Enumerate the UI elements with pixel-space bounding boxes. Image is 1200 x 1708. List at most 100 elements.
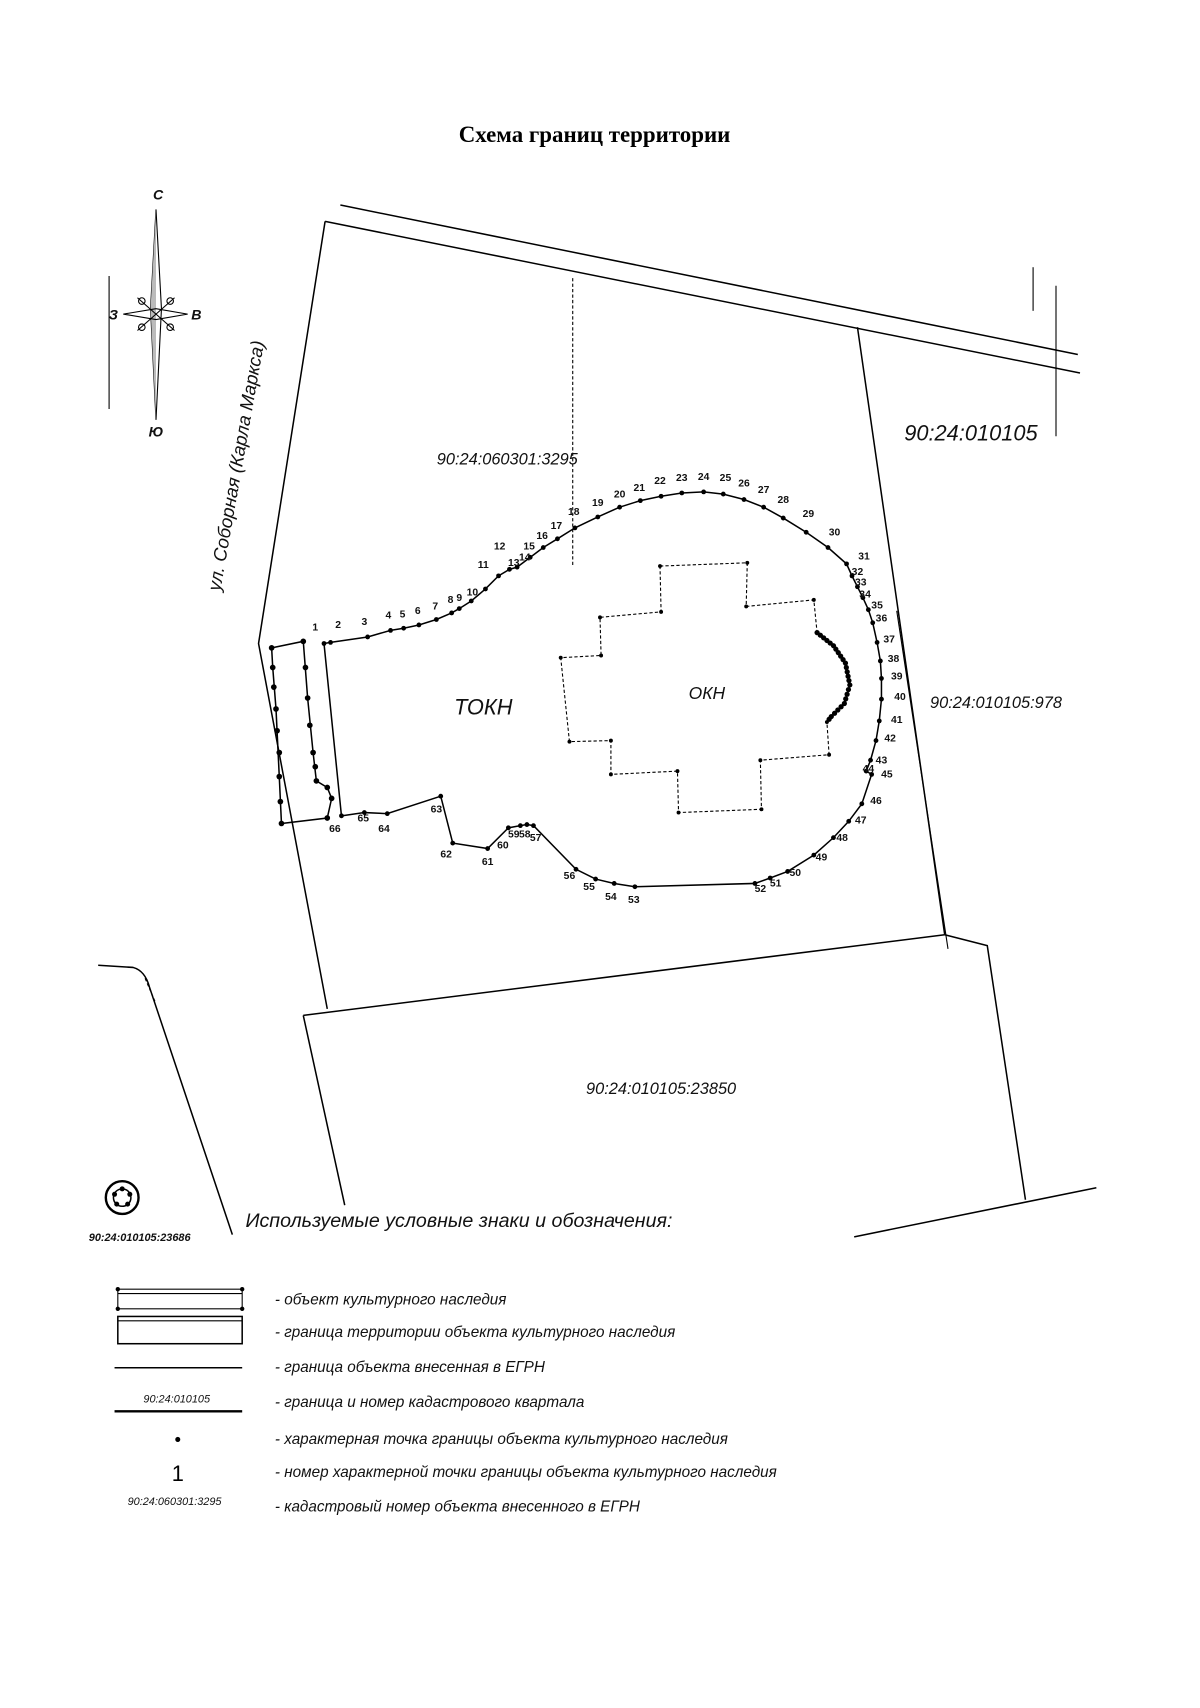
boundary-point (879, 696, 884, 702)
boundary-point (846, 818, 852, 824)
heritage-object-point (831, 710, 838, 716)
point-number-label: 18 (568, 507, 580, 518)
boundary-point (127, 1191, 133, 1197)
legend-sample-heritage-object (117, 1288, 243, 1310)
boundary-point (865, 607, 871, 613)
heritage-object-point (826, 716, 832, 722)
legend-sample-point: • (173, 1431, 183, 1451)
point-number-label: 3 (361, 617, 367, 628)
heritage-object-point (300, 638, 307, 645)
legend-item-text: - номер характерной точки границы объект… (275, 1464, 777, 1481)
heritage-object-point (558, 655, 563, 660)
boundary-point (720, 491, 726, 497)
heritage-object-point (759, 807, 764, 812)
point-number-label: 27 (758, 485, 770, 496)
boundary-point (485, 846, 491, 851)
heritage-object-point (841, 700, 847, 707)
quarter-boundary-line (896, 610, 949, 949)
heritage-object-point (835, 707, 841, 713)
heritage-object-point (598, 615, 602, 620)
boundary-point (632, 884, 638, 890)
boundary-characteristic-points (321, 489, 884, 890)
heritage-object-point (277, 798, 284, 805)
compass-needle-horizontal (123, 308, 188, 321)
compass-ornament (166, 323, 174, 332)
parcel-boundaries (98, 204, 1097, 1238)
boundary-point (869, 771, 875, 777)
point-number-label: 32 (852, 567, 864, 578)
point-number-label: 4 (385, 610, 391, 621)
point-number-label: 51 (770, 879, 782, 890)
point-number-label: 17 (551, 521, 563, 532)
boundary-point (328, 640, 333, 645)
boundary-point (339, 813, 344, 819)
heritage-object-point (324, 784, 331, 791)
point-number-label: 12 (494, 542, 506, 553)
compass-ornament (138, 323, 146, 332)
point-number-label: 31 (858, 552, 870, 563)
heritage-object-point (278, 820, 285, 827)
point-number-label: 34 (859, 590, 871, 601)
cadastral-quarter-label: 90:24:010105 (904, 421, 1038, 446)
point-number-label: 60 (497, 841, 509, 852)
point-number-label: 19 (592, 498, 604, 509)
point-number-label: 62 (440, 849, 452, 860)
point-number-label: 53 (628, 895, 640, 906)
heritage-object-point (328, 795, 335, 802)
boundary-point (849, 573, 855, 579)
boundary-point (752, 881, 758, 886)
heritage-object-point (675, 769, 680, 774)
boundary-point (438, 793, 444, 799)
point-number-label: 65 (358, 813, 370, 824)
heritage-object-point (676, 810, 681, 815)
heritage-object-point (608, 772, 613, 777)
boundary-point (416, 622, 422, 628)
heritage-object-point (758, 758, 763, 763)
heritage-object-point (269, 664, 276, 671)
boundary-point (593, 876, 599, 882)
parcel-left-boundary (257, 221, 329, 1010)
boundary-point (449, 610, 455, 616)
boundary-point (868, 757, 873, 763)
boundary-point (811, 852, 817, 858)
point-number-label: 61 (482, 857, 494, 868)
point-number-label: 57 (530, 833, 542, 844)
heritage-object-point (843, 696, 849, 702)
point-number-label: 47 (855, 815, 867, 826)
compass-ornament (138, 297, 146, 305)
boundary-point (785, 869, 791, 874)
parcel-23686-label: 90:24:010105:23686 (89, 1232, 192, 1244)
point-number-label: 26 (738, 478, 750, 489)
boundary-point (780, 515, 786, 521)
okn-label: ОКН (689, 683, 726, 703)
tokn-label: ТОКН (454, 694, 513, 719)
boundary-point (125, 1201, 131, 1207)
point-number-label: 5 (400, 609, 406, 620)
boundary-point (874, 640, 880, 645)
boundary-point (112, 1191, 118, 1197)
heritage-object-point (744, 604, 749, 609)
boundary-point (870, 620, 876, 626)
boundary-point (679, 490, 685, 496)
heritage-object-point (745, 560, 750, 565)
heritage-object-point (608, 738, 613, 743)
boundary-point (524, 822, 530, 827)
point-number-label: 54 (605, 892, 617, 903)
heritage-object-point (658, 564, 662, 569)
compass-needle-shade (150, 209, 156, 420)
legend-sample-point (115, 1286, 120, 1292)
legend-sample-point (115, 1306, 120, 1311)
point-number-label: 33 (855, 578, 867, 589)
boundary-point (507, 566, 512, 572)
point-number-label: 48 (836, 833, 848, 844)
boundary-point (517, 823, 523, 829)
heritage-object-point (313, 778, 320, 784)
boundary-point (555, 536, 560, 542)
street-edge-line (340, 204, 1078, 356)
legend-sample-point (240, 1306, 245, 1311)
point-number-label: 23 (676, 473, 688, 484)
legend-sample-territory-boundary (117, 1315, 243, 1345)
point-number-label: 21 (634, 483, 646, 494)
point-number-label: 6 (415, 606, 421, 617)
